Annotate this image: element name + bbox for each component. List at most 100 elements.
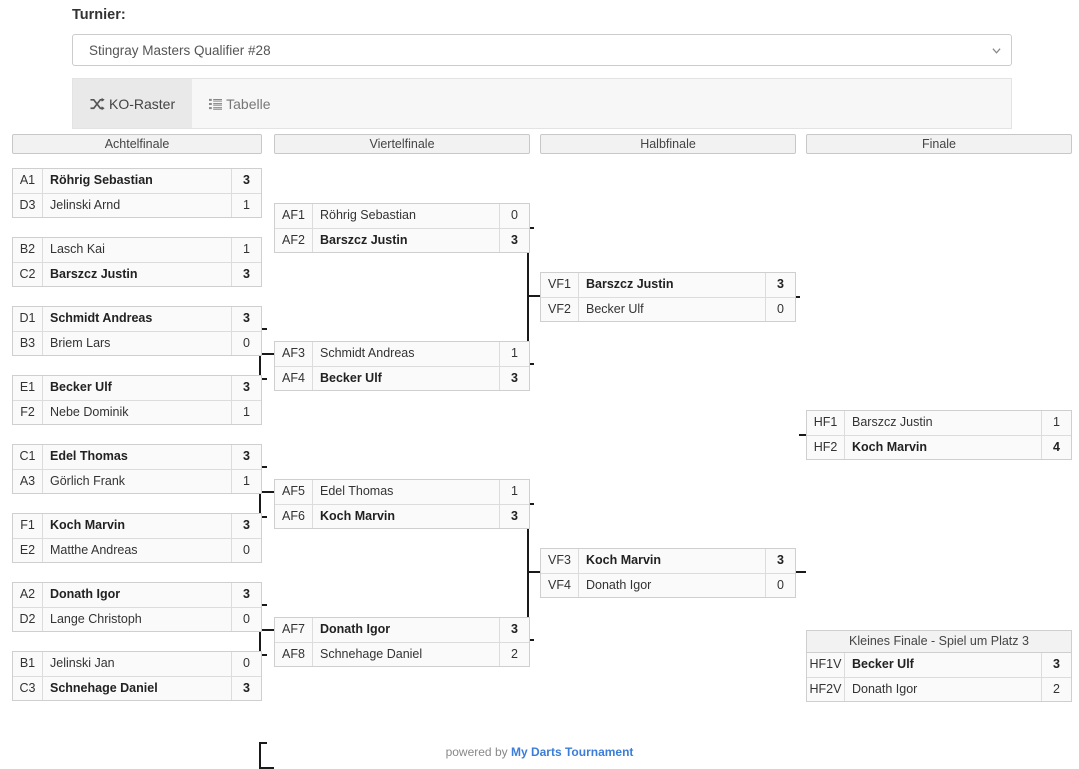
match-r16-5[interactable]: C1 Edel Thomas 3 A3 Görlich Frank 1 [12,444,262,494]
match-row[interactable]: E2 Matthe Andreas 0 [13,538,261,562]
seed-label: HF1 [807,411,845,435]
tab-ko-raster[interactable]: KO-Raster [73,79,193,128]
match-row[interactable]: A3 Görlich Frank 1 [13,469,261,493]
match-row[interactable]: B1 Jelinski Jan 0 [13,652,261,676]
match-row[interactable]: C1 Edel Thomas 3 [13,445,261,469]
match-row[interactable]: D2 Lange Christoph 0 [13,607,261,631]
match-row[interactable]: E1 Becker Ulf 3 [13,376,261,400]
match-qf-1[interactable]: AF1 Röhrig Sebastian 0 AF2 Barszcz Justi… [274,203,530,253]
tab-tabelle-label: Tabelle [226,95,271,112]
match-row[interactable]: A2 Donath Igor 3 [13,583,261,607]
match-row[interactable]: AF2 Barszcz Justin 3 [275,228,529,252]
score-value: 3 [765,549,795,573]
match-final[interactable]: HF1 Barszcz Justin 1 HF2 Koch Marvin 4 [806,410,1072,460]
player-name: Jelinski Arnd [50,198,121,212]
seed-label: E1 [13,376,43,400]
match-row[interactable]: VF3 Koch Marvin 3 [541,549,795,573]
match-row[interactable]: VF1 Barszcz Justin 3 [541,273,795,297]
match-r16-4[interactable]: E1 Becker Ulf 3 F2 Nebe Dominik 1 [12,375,262,425]
seed-label: AF7 [275,618,313,642]
match-row[interactable]: HF2 Koch Marvin 4 [807,435,1071,459]
seed-label: D1 [13,307,43,331]
round-header-viertelfinale: Viertelfinale [274,134,530,154]
tournament-select[interactable]: Stingray Masters Qualifier #28 [72,34,1012,66]
match-sf-1[interactable]: VF1 Barszcz Justin 3 VF2 Becker Ulf 0 [540,272,796,322]
match-row[interactable]: B3 Briem Lars 0 [13,331,261,355]
score-value: 1 [231,238,261,262]
connector-qf-sf-2-mid [527,571,541,573]
match-row[interactable]: HF2V Donath Igor 2 [807,677,1071,701]
tab-ko-raster-label: KO-Raster [109,95,176,112]
match-row[interactable]: AF7 Donath Igor 3 [275,618,529,642]
tab-tabelle[interactable]: Tabelle [192,79,287,128]
connector-r16-qf-1-top [259,328,267,330]
seed-label: HF1V [807,653,845,677]
match-row[interactable]: AF5 Edel Thomas 1 [275,480,529,504]
match-row[interactable]: C2 Barszcz Justin 3 [13,262,261,286]
ko-bracket: Achtelfinale Viertelfinale Halbfinale Fi… [0,132,1079,769]
match-row[interactable]: F1 Koch Marvin 3 [13,514,261,538]
match-row[interactable]: HF1 Barszcz Justin 1 [807,411,1071,435]
seed-label: VF1 [541,273,579,297]
player-name: Becker Ulf [586,302,644,316]
round-header-finale: Finale [806,134,1072,154]
match-row[interactable]: HF1V Becker Ulf 3 [807,653,1071,677]
score-value: 2 [499,643,529,666]
match-r16-3[interactable]: D1 Schmidt Andreas 3 B3 Briem Lars 0 [12,306,262,356]
seed-label: AF4 [275,367,313,390]
match-row[interactable]: VF2 Becker Ulf 0 [541,297,795,321]
score-value: 3 [231,263,261,286]
score-value: 0 [231,332,261,355]
connector-r16-qf-2-bottom [259,516,267,518]
match-sf-2[interactable]: VF3 Koch Marvin 3 VF4 Donath Igor 0 [540,548,796,598]
match-r16-6[interactable]: F1 Koch Marvin 3 E2 Matthe Andreas 0 [12,513,262,563]
match-row[interactable]: AF3 Schmidt Andreas 1 [275,342,529,366]
footer-brand-link[interactable]: My Darts Tournament [510,745,634,759]
match-qf-4[interactable]: AF7 Donath Igor 3 AF8 Schnehage Daniel 2 [274,617,530,667]
match-row[interactable]: B2 Lasch Kai 1 [13,238,261,262]
match-qf-2[interactable]: AF3 Schmidt Andreas 1 AF4 Becker Ulf 3 [274,341,530,391]
match-row[interactable]: AF4 Becker Ulf 3 [275,366,529,390]
score-value: 1 [1041,411,1071,435]
match-row[interactable]: AF1 Röhrig Sebastian 0 [275,204,529,228]
match-row[interactable]: D3 Jelinski Arnd 1 [13,193,261,217]
player-name: Becker Ulf [852,657,914,671]
match-r16-1[interactable]: A1 Röhrig Sebastian 3 D3 Jelinski Arnd 1 [12,168,262,218]
match-row[interactable]: C3 Schnehage Daniel 3 [13,676,261,700]
player-name: Briem Lars [50,336,111,350]
connector-r16-qf-3-top [259,604,267,606]
score-value: 0 [231,608,261,631]
player-name: Matthe Andreas [50,543,138,557]
seed-label: VF3 [541,549,579,573]
connector-qf-sf-1-mid [527,295,541,297]
seed-label: HF2 [807,436,845,459]
match-r16-2[interactable]: B2 Lasch Kai 1 C2 Barszcz Justin 3 [12,237,262,287]
seed-label: B2 [13,238,43,262]
seed-label: B3 [13,332,43,355]
match-row[interactable]: AF6 Koch Marvin 3 [275,504,529,528]
seed-label: D3 [13,194,43,217]
match-row[interactable]: AF8 Schnehage Daniel 2 [275,642,529,666]
match-third-place[interactable]: Kleines Finale - Spiel um Platz 3 HF1V B… [806,630,1072,702]
connector-r16-qf-3-mid [259,629,274,631]
player-name: Koch Marvin [320,509,396,523]
seed-label: F2 [13,401,43,424]
seed-label: D2 [13,608,43,631]
seed-label: A3 [13,470,43,493]
seed-label: C1 [13,445,43,469]
player-name: Röhrig Sebastian [320,208,416,222]
connector-sf-final-bottom-stub [793,571,806,573]
match-row[interactable]: VF4 Donath Igor 0 [541,573,795,597]
player-name: Donath Igor [320,622,391,636]
score-value: 3 [499,229,529,252]
seed-label: A2 [13,583,43,607]
match-qf-3[interactable]: AF5 Edel Thomas 1 AF6 Koch Marvin 3 [274,479,530,529]
match-r16-7[interactable]: A2 Donath Igor 3 D2 Lange Christoph 0 [12,582,262,632]
match-row[interactable]: F2 Nebe Dominik 1 [13,400,261,424]
match-r16-8[interactable]: B1 Jelinski Jan 0 C3 Schnehage Daniel 3 [12,651,262,701]
match-row[interactable]: D1 Schmidt Andreas 3 [13,307,261,331]
match-row[interactable]: A1 Röhrig Sebastian 3 [13,169,261,193]
shuffle-icon [90,97,105,111]
connector-r16-qf-4-top [259,742,267,744]
seed-label: AF8 [275,643,313,666]
